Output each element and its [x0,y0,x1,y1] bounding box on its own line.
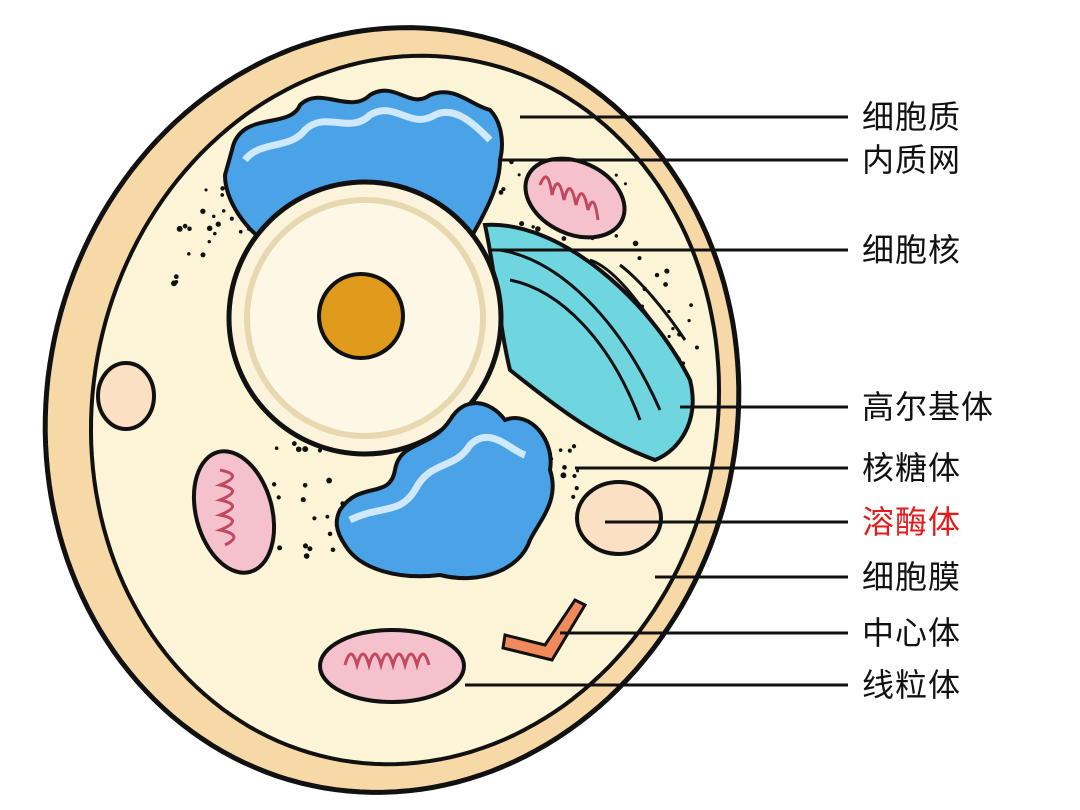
label-cell-membrane: 细胞膜 [862,558,962,596]
ribosome-dot [215,221,221,227]
ribosome-dot [632,240,639,247]
ribosome-dot [561,236,567,241]
vesicle-left [96,361,156,431]
label-endoplasmic-reticulum: 内质网 [862,141,962,179]
ribosome-dot [330,547,336,553]
ribosome-dot [229,216,234,221]
ribosome-dot [531,225,535,229]
ribosome-dot [207,240,211,244]
ribosome-dot [637,256,642,261]
mitochondrion-left [191,449,277,575]
ribosome-dot [200,208,206,214]
ribosome-dot [220,193,225,197]
ribosome-dot [689,303,693,307]
label-mitochondrion: 线粒体 [862,666,962,704]
lysosome-shape [575,480,663,556]
ribosome-dot [327,531,333,537]
ribosome-dot [220,186,225,191]
mitochondrion-top [523,156,627,240]
nucleus-shape [226,179,504,457]
ribosome-dot [654,272,660,278]
ribosome-dot [213,231,217,236]
ribosome-dot [614,234,619,238]
ribosome-dot [238,229,243,234]
ribosome-dot [663,282,668,287]
ribosome-dot [212,214,216,219]
ribosome-dot [567,448,572,453]
ribosome-dot [312,516,317,521]
ribosome-dot [325,514,330,519]
label-centrosome: 中心体 [862,614,962,652]
label-nucleus: 细胞核 [862,231,962,269]
ribosome-dot [623,182,628,186]
ribosome-dot [277,545,283,551]
ribosome-dot [187,252,191,256]
ribosome-dot [562,465,567,470]
ribosome-dot [558,448,563,452]
ribosome-dot [276,495,281,500]
label-golgi-apparatus: 高尔基体 [862,388,995,426]
ribosome-dot [274,446,279,450]
ribosome-dot [307,546,313,552]
ribosome-dot [302,446,309,453]
ribosome-dot [664,268,670,274]
ribosome-dot [300,497,306,503]
ribosome-dot [303,553,310,559]
ribosome-dot [173,274,179,280]
ribosome-dot [560,472,567,479]
ribosome-dot [302,543,309,549]
leader-lines [465,115,848,687]
label-lysosome: 溶酶体 [862,503,962,541]
ribosome-dot [576,469,580,473]
ribosome-dot [206,225,213,232]
ribosome-dot [271,482,277,487]
label-cytoplasm: 细胞质 [862,98,962,136]
ribosome-dot [221,209,226,213]
ribosome-dot [519,221,525,227]
ribosome-dot [517,173,521,177]
ribosome-dot [535,226,541,232]
golgi-apparatus-shape [482,222,695,463]
ribosome-dot [187,226,192,232]
ribosome-dot [295,446,302,453]
ribosome-dot [200,252,206,258]
ribosome-dot [694,345,699,350]
label-ribosome: 核糖体 [862,449,962,487]
ribosome-dot [667,309,671,314]
ribosome-dot [671,326,675,331]
ribosome-dot [302,482,308,488]
ribosome-dot [326,477,333,484]
mitochondrion-bottom [318,628,466,704]
ribosome-dot [571,494,576,499]
endoplasmic-reticulum-lower [334,401,555,581]
centrosome-shape [501,598,588,662]
ribosome-dot [176,225,183,232]
ribosome-dot [571,444,577,449]
ribosome-dot [174,280,179,284]
ribosome-dot [204,188,208,192]
ribosome-dot [572,473,577,479]
ribosome-dot [667,334,671,339]
ribosome-dot [291,441,297,446]
ribosome-dot [501,187,506,192]
ribosome-dot [182,223,188,229]
ribosome-dot [687,318,691,323]
ribosome-dot [614,173,618,177]
ribosome-dot [498,190,504,195]
ribosome-dot [574,486,579,491]
